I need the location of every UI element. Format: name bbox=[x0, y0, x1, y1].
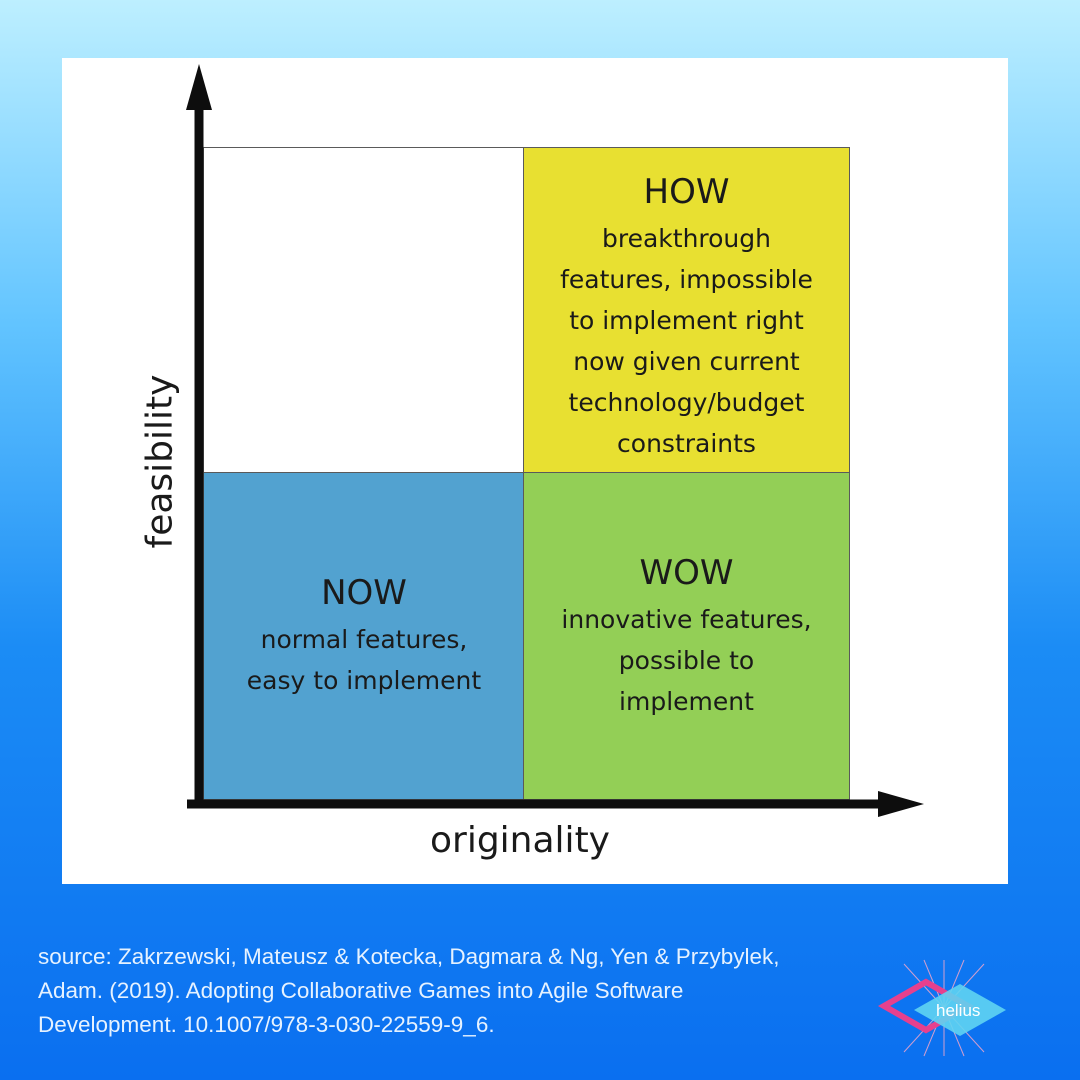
quadrant-now-title: NOW bbox=[321, 573, 407, 613]
helius-logo: helius bbox=[874, 958, 1014, 1058]
logo-text: helius bbox=[936, 1001, 980, 1020]
quadrant-now-description: normal features, easy to implement bbox=[246, 625, 482, 695]
y-axis-label-text: feasibility bbox=[139, 374, 181, 549]
y-axis-arrowhead bbox=[186, 64, 212, 110]
diagram-card: HOW breakthrough features, impossible to… bbox=[62, 58, 1008, 884]
x-axis-label: originality bbox=[430, 820, 610, 861]
quadrant-wow: WOW innovative features, possible to imp… bbox=[523, 472, 850, 800]
quadrant-how-description: breakthrough features, impossible to imp… bbox=[560, 224, 813, 458]
source-citation: source: Zakrzewski, Mateusz & Kotecka, D… bbox=[38, 944, 780, 1037]
logo-diamond-front bbox=[914, 984, 1006, 1036]
axes bbox=[186, 64, 924, 817]
x-axis-arrowhead bbox=[878, 791, 924, 817]
quadrant-how: HOW breakthrough features, impossible to… bbox=[523, 147, 850, 474]
quadrant-wow-title: WOW bbox=[639, 552, 734, 593]
quadrant-how-title: HOW bbox=[643, 172, 730, 212]
quadrant-now: NOW normal features, easy to implement bbox=[203, 472, 525, 800]
quadrant-wow-description: innovative features, possible to impleme… bbox=[561, 604, 812, 716]
quadrant-empty bbox=[203, 147, 525, 474]
